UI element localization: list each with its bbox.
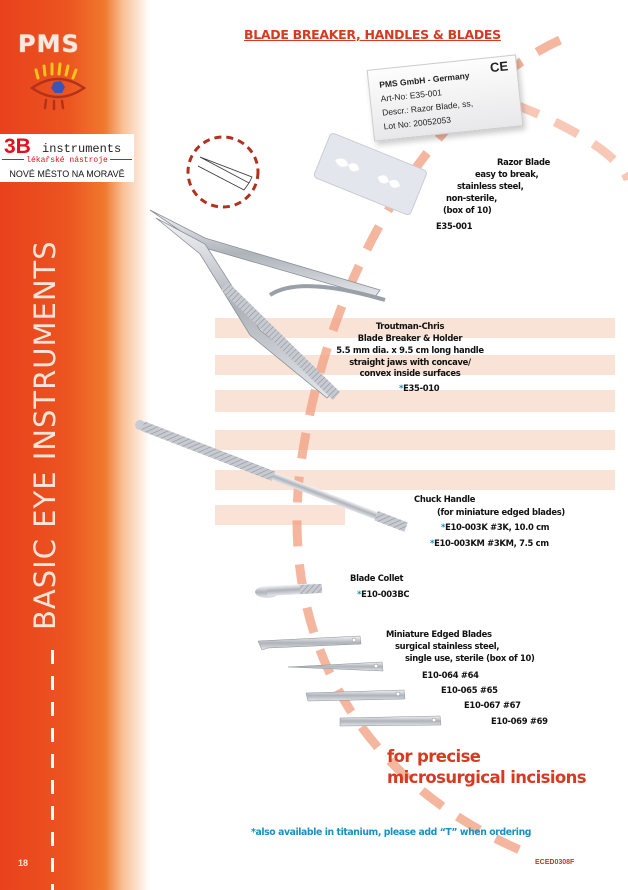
product-code: *E10-003BC — [357, 589, 410, 599]
product-desc: (box of 10) — [443, 205, 492, 215]
package-line: Lot No: 20052053 — [383, 114, 452, 132]
blade-collet-image — [255, 583, 323, 598]
product-code: E10-069 #69 — [491, 716, 548, 726]
section-title-vertical: BASIC EYE INSTRUMENTS — [28, 240, 62, 630]
chuck-handle-image — [135, 420, 408, 532]
razor-blade-package: CE PMS GmbH - Germany Art-No: E35-001 De… — [366, 54, 524, 142]
product-name-chuck-handle: Chuck Handle — [414, 494, 476, 504]
brand-name: instruments — [42, 142, 122, 156]
product-code: E10-067 #67 — [464, 700, 521, 710]
product-desc: surgical stainless steel, — [395, 641, 500, 651]
jaw-detail-icon — [186, 135, 260, 209]
page-number: 18 — [18, 858, 29, 868]
package-line: PMS GmbH - Germany — [378, 70, 470, 90]
catalog-code: ECED0308F — [535, 859, 575, 866]
tagline: for precise microsurgical incisions — [387, 747, 587, 787]
pms-logo: PMS — [18, 30, 80, 58]
product-desc: easy to break, — [475, 169, 539, 179]
brand-prefix: 3B — [4, 135, 31, 158]
product-desc: straight jaws with concave/ — [349, 357, 471, 367]
eye-logo-icon — [29, 62, 87, 111]
product-desc: 5.5 mm dia. x 9.5 cm long handle — [336, 345, 484, 355]
product-code: *E10-003K #3K, 10.0 cm — [441, 522, 550, 532]
product-name-razor-blade: Razor Blade — [497, 157, 551, 167]
product-code: *E10-003KM #3KM, 7.5 cm — [430, 538, 549, 548]
dashed-divider — [51, 650, 54, 890]
sidebar-band: PMS 3B instruments lékařské nástroje NOV… — [0, 0, 150, 890]
ce-mark: CE — [489, 58, 509, 76]
product-code: E10-065 #65 — [441, 685, 498, 695]
brand-subtitle: lékařské nástroje — [0, 156, 134, 165]
brand-3b-instruments: 3B instruments lékařské nástroje NOVÉ MĚ… — [0, 134, 134, 182]
product-code: *E35-010 — [399, 383, 440, 393]
product-desc: convex inside surfaces — [359, 368, 461, 378]
product-desc: (for miniature edged blades) — [437, 507, 565, 517]
product-name-blade-breaker: Troutman-Chris — [375, 321, 445, 331]
titanium-footnote: *also available in titanium, please add … — [251, 827, 532, 838]
product-desc: single use, sterile (box of 10) — [405, 653, 535, 663]
product-code: E35-001 — [436, 221, 473, 231]
product-desc: Blade Breaker & Holder — [357, 333, 463, 343]
brand-city: NOVÉ MĚSTO NA MORAVĚ — [9, 169, 125, 179]
product-desc: non-sterile, — [446, 193, 497, 203]
product-name-blade-collet: Blade Collet — [350, 573, 404, 583]
page-title: BLADE BREAKER, HANDLES & BLADES — [244, 27, 501, 42]
product-name-miniature-blades: Miniature Edged Blades — [386, 629, 492, 639]
razor-blade-image — [313, 133, 427, 216]
product-desc: stainless steel, — [457, 181, 524, 191]
product-code: E10-064 #64 — [422, 670, 479, 680]
